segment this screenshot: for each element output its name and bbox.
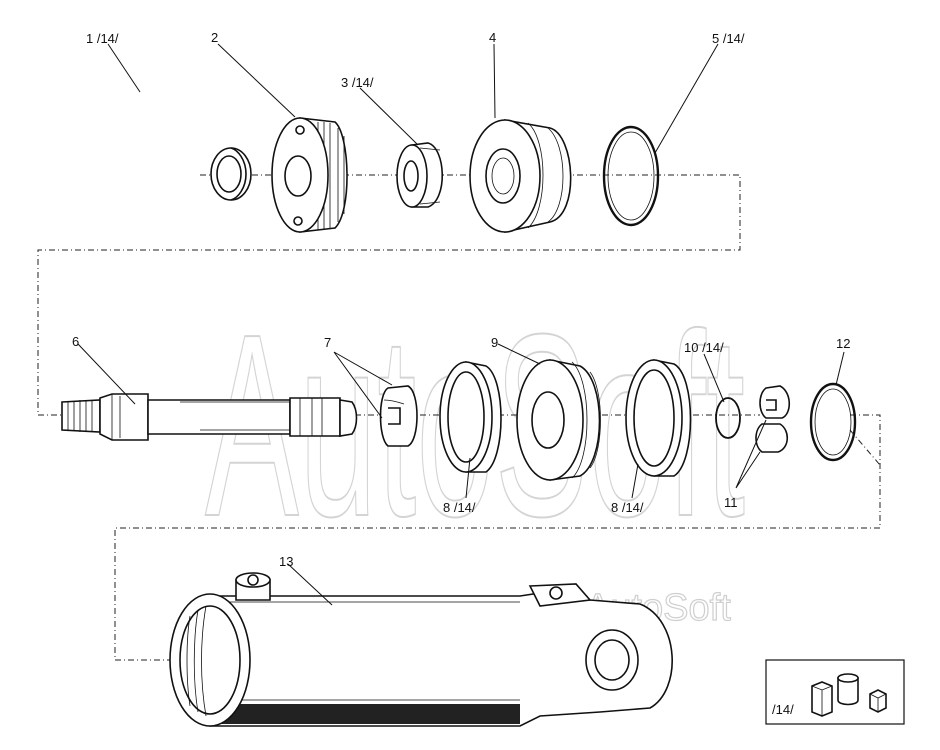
part-11-collar-halves bbox=[755, 385, 791, 453]
assembly-path-lines bbox=[37, 174, 881, 661]
part-8-ring-left bbox=[439, 361, 502, 473]
kit-seal-cylinder-icon bbox=[837, 673, 859, 706]
label-part-4: 4 bbox=[489, 30, 496, 45]
label-part-11: 11 bbox=[724, 495, 738, 510]
kit-seal-block-icon bbox=[811, 681, 833, 717]
part-9-piston bbox=[516, 359, 601, 481]
part-6-piston-rod bbox=[61, 393, 358, 441]
part-1-seal-ring bbox=[210, 147, 252, 201]
kit-seal-cube-icon bbox=[869, 689, 887, 713]
part-10-small-o-ring bbox=[715, 397, 741, 439]
part-labels: 1 /14/ 2 3 /14/ 4 5 /14/ 6 7 9 10 /14/ 1… bbox=[72, 30, 850, 569]
label-part-8-left: 8 /14/ bbox=[443, 500, 476, 515]
part-8-ring-right bbox=[625, 359, 692, 477]
leader-lines bbox=[77, 43, 845, 606]
part-5-o-ring bbox=[602, 125, 660, 227]
part-13-cylinder-body bbox=[169, 572, 673, 727]
label-part-7: 7 bbox=[324, 335, 331, 350]
label-part-9: 9 bbox=[491, 335, 498, 350]
label-part-2: 2 bbox=[211, 30, 218, 45]
part-12-ring bbox=[809, 382, 857, 462]
label-part-6: 6 bbox=[72, 334, 79, 349]
label-part-12: 12 bbox=[836, 336, 850, 351]
part-4-guide bbox=[469, 119, 572, 233]
label-part-8-right: 8 /14/ bbox=[611, 500, 644, 515]
label-part-13: 13 bbox=[279, 554, 293, 569]
label-part-3: 3 /14/ bbox=[341, 75, 374, 90]
part-2-flange bbox=[271, 117, 348, 233]
part-3-bushing bbox=[396, 142, 444, 208]
part-7-split-collar bbox=[379, 385, 418, 447]
label-part-10: 10 /14/ bbox=[684, 340, 724, 355]
repair-kit-label: /14/ bbox=[772, 702, 794, 717]
label-part-1: 1 /14/ bbox=[86, 31, 119, 46]
label-part-5: 5 /14/ bbox=[712, 31, 745, 46]
repair-kit-box: /14/ bbox=[765, 659, 905, 725]
